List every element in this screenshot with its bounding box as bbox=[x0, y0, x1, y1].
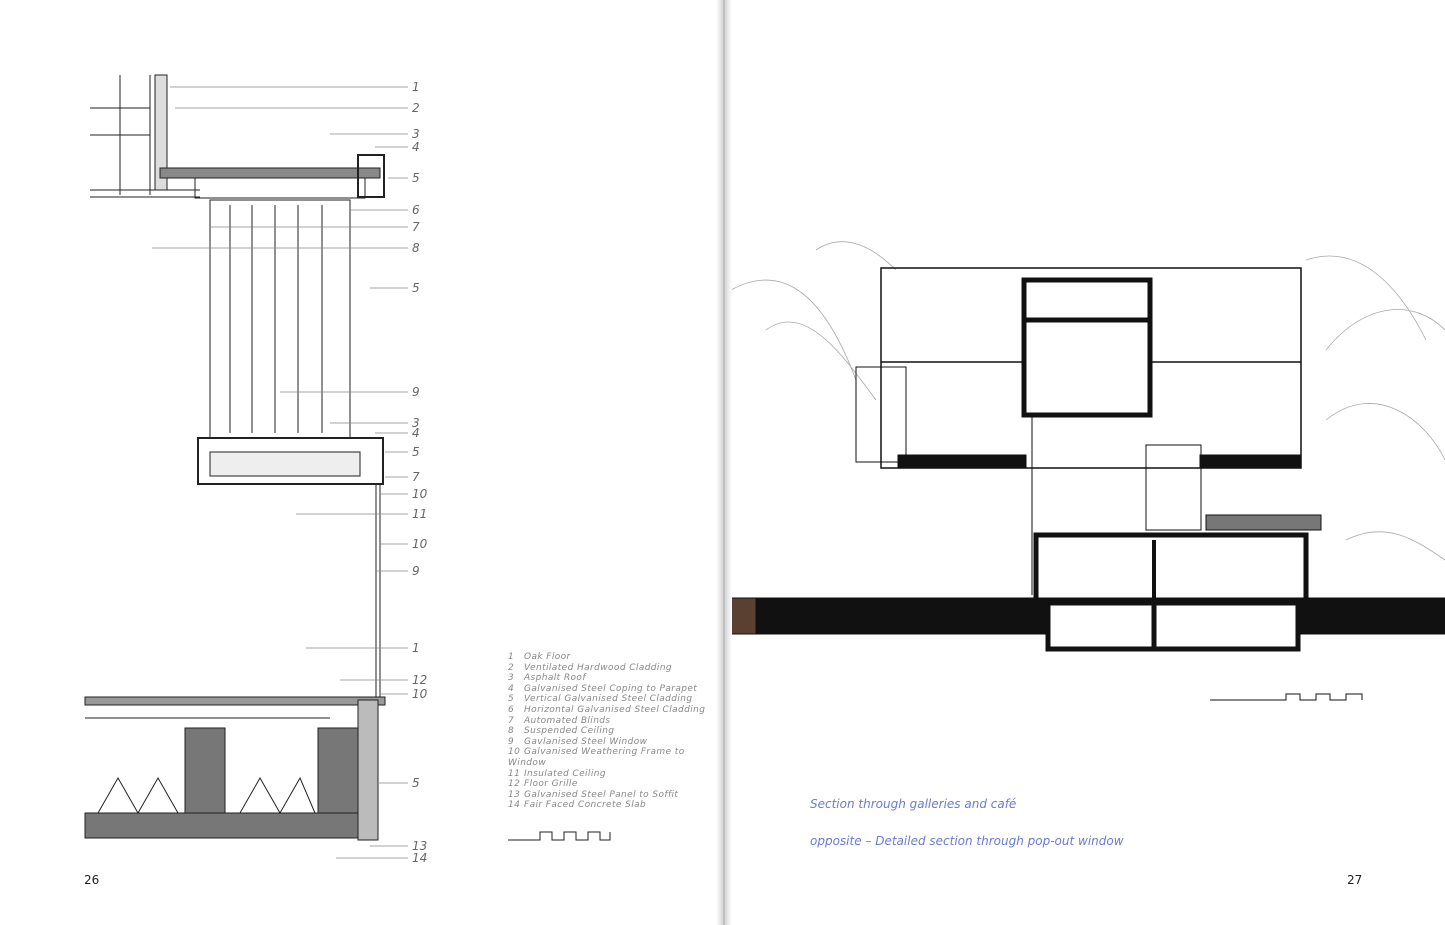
building-section-drawing bbox=[726, 241, 1445, 701]
detailed-section-drawing bbox=[84, 74, 611, 859]
callout: 5 bbox=[412, 281, 420, 295]
callout: 8 bbox=[412, 241, 420, 255]
figure-caption: Section through galleries and café bbox=[810, 797, 1017, 811]
callout: 12 bbox=[412, 673, 428, 687]
callout: 2 bbox=[412, 101, 420, 115]
scale-bar bbox=[508, 831, 611, 841]
callout: 10 bbox=[412, 687, 428, 701]
callout: 7 bbox=[412, 220, 420, 234]
callout: 13 bbox=[412, 839, 428, 853]
callout: 14 bbox=[412, 851, 428, 865]
callout: 10 bbox=[412, 487, 428, 501]
callout: 5 bbox=[412, 171, 420, 185]
right-page: Section through galleries and café oppos… bbox=[726, 0, 1445, 925]
callout: 7 bbox=[412, 470, 420, 484]
callout: 5 bbox=[412, 445, 420, 459]
callout: 1 bbox=[412, 641, 420, 655]
callout: 1 bbox=[412, 80, 420, 94]
callout: 5 bbox=[412, 776, 420, 790]
callout: 3 bbox=[412, 416, 420, 430]
scale-bar bbox=[1210, 693, 1363, 701]
page-number: 27 bbox=[1347, 873, 1363, 887]
figure-caption-opposite: opposite – Detailed section through pop-… bbox=[810, 834, 1124, 848]
left-page: 1 2 3 4 5 6 7 8 5 9 3 4 5 7 10 11 10 9 1… bbox=[0, 0, 722, 925]
book-gutter bbox=[716, 0, 732, 925]
callout: 4 bbox=[412, 140, 420, 154]
callout: 11 bbox=[412, 507, 428, 521]
page-number: 26 bbox=[84, 873, 100, 887]
callout: 3 bbox=[412, 127, 420, 141]
callout: 6 bbox=[412, 203, 420, 217]
callout: 9 bbox=[412, 385, 420, 399]
callout: 4 bbox=[412, 426, 420, 440]
callout: 9 bbox=[412, 564, 420, 578]
callout: 10 bbox=[412, 537, 428, 551]
